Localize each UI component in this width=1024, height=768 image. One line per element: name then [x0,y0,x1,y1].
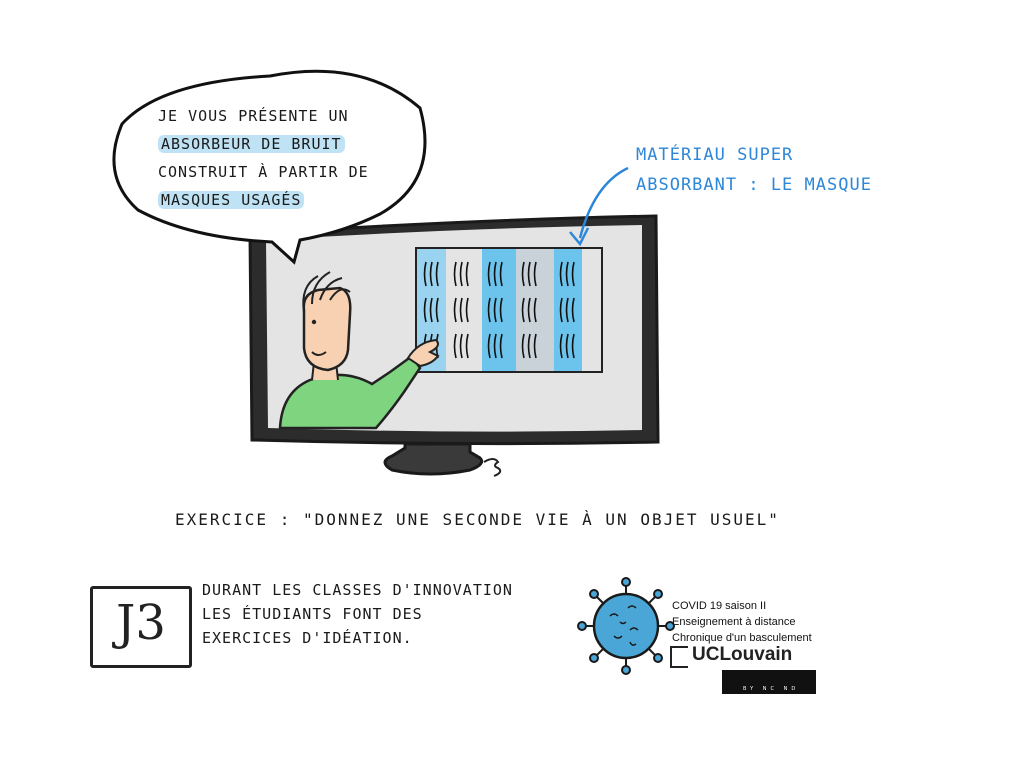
speech-line: Je vous présente un [158,107,349,125]
uclouvain-mark [670,646,688,668]
episode-description: Durant les classes d'innovation les étud… [202,578,513,650]
annotation-arrowhead [569,227,590,247]
virus-icon [577,577,675,675]
highlight: absorbeur de bruit [158,135,345,153]
episode-label: J3 [116,595,166,651]
speech-bubble-text: Je vous présente un absorbeur de bruit c… [158,102,428,214]
credit-line: COVID 19 saison II [672,600,767,612]
license-badge: BY NC ND [722,670,816,694]
highlight: masques usagés [158,191,305,209]
mask-panel [415,247,603,373]
credit-line: Chronique d'un basculement [672,632,812,644]
annotation-line: absorbant : le masque [636,175,872,195]
uclouvain-wordmark: UCLouvain [692,644,793,665]
presenter [278,271,440,430]
description-line: les étudiants font des [202,605,423,623]
series-credits: COVID 19 saison II Enseignement à distan… [672,598,812,646]
license-text: BY NC ND [743,686,800,692]
annotation-line: Matériau super [636,145,794,165]
credit-line: Enseignement à distance [672,616,796,628]
speech-bubble [112,69,427,265]
episode-badge: J3 [90,586,192,668]
exercise-caption: Exercice : "Donnez une seconde vie à un … [175,510,780,529]
annotation-arrow [578,166,629,239]
description-line: exercices d'idéation. [202,629,413,647]
speech-line: masques usagés [158,186,428,214]
speech-line: construit à partir de [158,163,369,181]
annotation-text: Matériau super absorbant : le masque [636,140,872,200]
description-line: Durant les classes d'innovation [202,581,513,599]
monitor-stand [383,442,502,477]
speech-line: absorbeur de bruit [158,130,428,158]
